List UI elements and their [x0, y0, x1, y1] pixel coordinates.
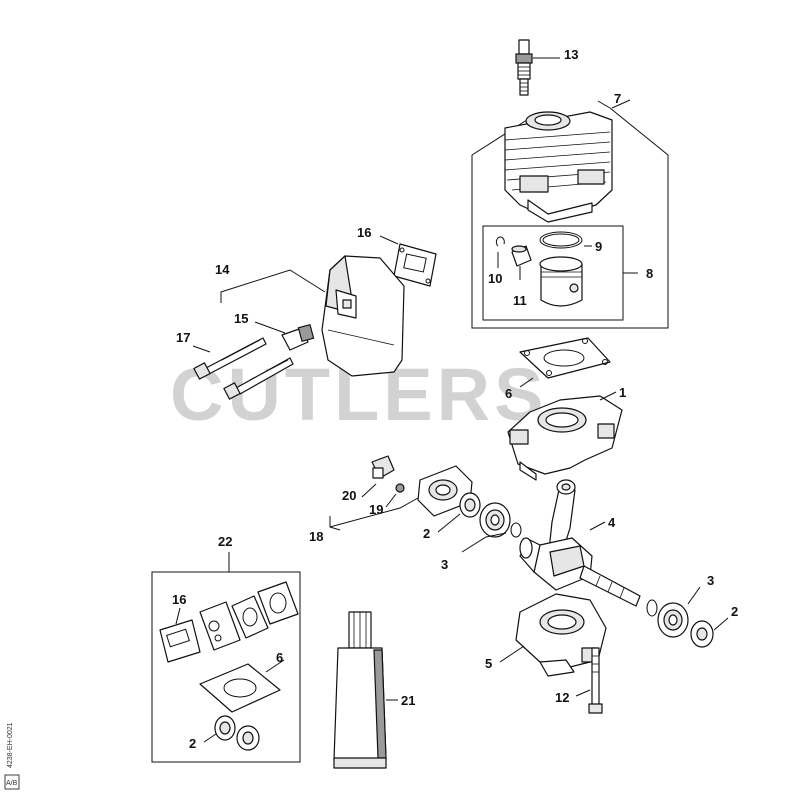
piston [539, 256, 583, 307]
document-stamp-box [4, 774, 20, 790]
callout-5: 5 [485, 656, 492, 671]
muffler-assembly-bracket [220, 269, 326, 303]
gasket-set-muffler-gasket [159, 607, 201, 663]
gasket-set-box [151, 552, 301, 763]
callout-1: 1 [619, 385, 626, 400]
callout-10: 10 [488, 271, 502, 286]
callout-13: 13 [564, 47, 578, 62]
muffler-gasket [379, 235, 437, 287]
crankcase-lower [499, 593, 607, 677]
muffler [321, 255, 405, 377]
callout-2-set: 2 [189, 736, 196, 751]
piston-pin [511, 245, 532, 280]
callout-9: 9 [595, 239, 602, 254]
piston-pin-circlip [495, 236, 505, 268]
callout-22: 22 [218, 534, 232, 549]
oil-seal [417, 465, 473, 517]
callout-16-set: 16 [172, 592, 186, 607]
spark-plug [515, 39, 560, 96]
callout-16: 16 [357, 225, 371, 240]
callout-19: 19 [369, 502, 383, 517]
callout-17: 17 [176, 330, 190, 345]
callout-2-right: 2 [731, 604, 738, 619]
gasket-set-intake-gasket-c [257, 581, 299, 625]
cylinder [504, 99, 631, 223]
gasket-set-cylinder-gasket [199, 659, 285, 713]
muffler-screw [192, 337, 267, 380]
cylinder-kit-box [471, 100, 669, 329]
crankcase-upper [507, 391, 623, 481]
callout-11: 11 [513, 293, 527, 308]
callout-3-left: 3 [441, 557, 448, 572]
ball-bearing-left [461, 502, 511, 553]
seal-ring-left [510, 522, 522, 538]
callout-4: 4 [608, 515, 616, 530]
callout-6: 6 [505, 386, 512, 401]
callout-15: 15 [234, 311, 248, 326]
callout-18: 18 [309, 529, 323, 544]
gasket-set-oil-seals [203, 715, 260, 751]
piston-kit-box [482, 225, 638, 321]
document-stamp: A/B [6, 780, 18, 787]
cylinder-gasket [519, 337, 611, 388]
bearing-right [690, 617, 729, 648]
document-code: 4238-EH-0021 [7, 722, 14, 768]
callout-21: 21 [401, 693, 415, 708]
crankshaft [519, 479, 641, 607]
callout-20: 20 [342, 488, 356, 503]
spacer [329, 455, 419, 531]
sealant-tube [333, 611, 398, 769]
piston-ring [539, 231, 592, 249]
seal-ring-right [646, 599, 658, 617]
bearing-left [437, 492, 481, 533]
crankcase-screw [575, 647, 603, 714]
callout-3-right: 3 [707, 573, 714, 588]
callout-12: 12 [555, 690, 569, 705]
callout-2-left: 2 [423, 526, 430, 541]
ball-bearing-right [657, 586, 701, 638]
screw-plug [254, 321, 315, 351]
callout-6-set: 6 [276, 650, 283, 665]
gasket-set-intake-gasket-b [231, 595, 269, 639]
gasket-set-intake-gasket-a [199, 601, 241, 651]
callout-7: 7 [614, 91, 621, 106]
muffler-screw-2 [223, 357, 294, 400]
callout-14: 14 [215, 262, 230, 277]
callout-8: 8 [646, 266, 653, 281]
